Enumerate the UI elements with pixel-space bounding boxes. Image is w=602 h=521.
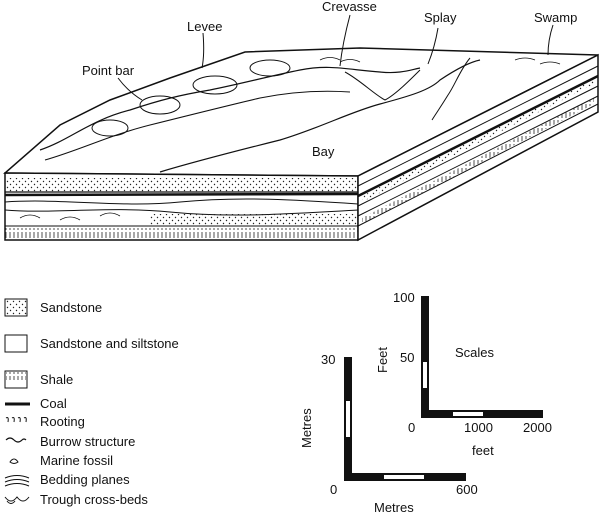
surface-features — [39, 57, 561, 173]
feet-h-mid: 1000 — [464, 420, 493, 435]
point-bar-label: Point bar — [82, 63, 135, 78]
levee-label: Levee — [187, 19, 222, 34]
scales-title: Scales — [455, 345, 495, 360]
front-strata — [4, 178, 359, 238]
sandstone-swatch — [4, 298, 28, 317]
legend-label-coal: Coal — [40, 396, 67, 411]
legend-label-bedding-planes: Bedding planes — [40, 472, 130, 487]
swamp-label: Swamp — [534, 10, 577, 25]
legend-label-rooting: Rooting — [40, 414, 85, 429]
feet-origin: 0 — [408, 420, 415, 435]
legend-label-burrow: Burrow structure — [40, 434, 135, 449]
feet-horizontal-label: feet — [472, 443, 494, 458]
trough-cross-beds-symbol — [4, 496, 30, 504]
metres-vertical-top: 30 — [321, 352, 335, 367]
splay-label: Splay — [424, 10, 457, 25]
right-strata — [357, 65, 599, 227]
feet-h-end: 2000 — [523, 420, 552, 435]
feet-vertical-mid: 50 — [400, 350, 414, 365]
rooting-symbol — [5, 417, 27, 423]
legend-label-sandstone: Sandstone — [40, 300, 102, 315]
feet-scale: 100 50 0 1000 2000 feet Feet — [375, 290, 552, 458]
metres-h-end: 600 — [456, 482, 478, 497]
metres-vertical-label: Metres — [299, 408, 314, 448]
bay-label: Bay — [312, 144, 335, 159]
feet-vertical-label: Feet — [375, 347, 390, 373]
legend-label-marine-fossil: Marine fossil — [40, 453, 113, 468]
bedding-planes-symbol — [4, 475, 30, 487]
sandstone-siltstone-swatch — [4, 334, 28, 353]
metres-scale: 30 0 600 Metres Metres — [299, 352, 478, 515]
legend-label-shale: Shale — [40, 372, 73, 387]
feet-vertical-top: 100 — [393, 290, 415, 305]
legend-label-sandstone-siltstone: Sandstone and siltstone — [40, 336, 179, 351]
legend: Sandstone Sandstone and siltstone Shale … — [4, 298, 179, 507]
metres-horizontal-label: Metres — [374, 500, 414, 515]
metres-origin: 0 — [330, 482, 337, 497]
block-diagram: Levee Crevasse Splay Swamp Point bar Bay — [3, 0, 599, 242]
leader-lines — [117, 14, 554, 101]
burrow-symbol — [5, 437, 27, 443]
legend-label-trough-cross-beds: Trough cross-beds — [40, 492, 148, 507]
scale-bars: Scales 100 50 0 1000 2000 feet Feet 30 0… — [299, 290, 552, 515]
crevasse-label: Crevasse — [322, 0, 377, 14]
marine-fossil-symbol — [9, 458, 19, 464]
